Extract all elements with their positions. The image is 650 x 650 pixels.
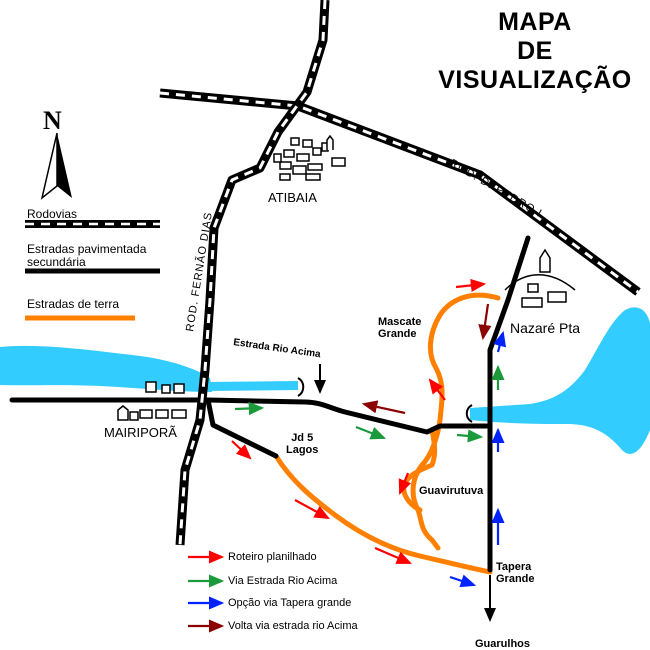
jd5-line-1: Jd 5 <box>291 432 314 444</box>
title-line-1: MAPA <box>498 8 572 36</box>
atibaia-label: ATIBAIA <box>268 190 317 205</box>
dirt-road-guaviru <box>401 427 438 513</box>
bridge-rio-acima <box>297 377 305 397</box>
red-arrow <box>374 546 413 565</box>
mairipora-buildings <box>117 381 187 421</box>
dirt-roads <box>273 292 501 575</box>
tapera-label: Tapera Grande <box>496 561 535 585</box>
lake-east <box>470 307 650 454</box>
jd5-line-2: Lagos <box>286 444 319 456</box>
route-legend-dark-red: Volta via estrada rio Acima <box>228 620 358 632</box>
tapera-line-1: Tapera <box>496 561 532 573</box>
river-west <box>0 345 212 392</box>
dirt-road-mascate <box>410 292 501 551</box>
legend-dirt-label: Estradas de terra <box>27 297 120 311</box>
mascate-line-1: Mascate <box>378 316 422 328</box>
highways <box>159 0 641 546</box>
north-label: N <box>43 106 62 135</box>
guavirutuva-label: Guavirutuva <box>419 485 484 497</box>
dirt-road-jd5 <box>273 453 493 575</box>
estrada-rio-acima-label: Estrada Rio Acima <box>233 337 322 360</box>
route-legend-arrows <box>188 550 225 633</box>
legend-highways-label: Rodovias <box>27 207 78 221</box>
atibaia-buildings <box>273 134 346 181</box>
green-arrow <box>456 429 484 443</box>
nazare-label: Nazaré Pta <box>510 320 581 336</box>
bridge-east <box>465 404 473 423</box>
mairipora-label: MAIRIPORÃ <box>104 425 177 440</box>
guarulhos-label: Guarulhos <box>475 638 531 650</box>
blue-arrow <box>449 574 477 588</box>
mascate-line-2: Grande <box>378 328 417 340</box>
red-arrow <box>428 378 446 401</box>
green-arrow <box>234 401 265 416</box>
nazare-buildings <box>504 248 576 308</box>
green-arrow <box>355 425 387 440</box>
river-west-channel <box>205 381 298 391</box>
water-bodies <box>0 307 650 454</box>
mascate-label: Mascate Grande <box>378 316 421 340</box>
red-arrow <box>398 472 412 496</box>
map-title: MAPA DE VISUALIZAÇÃO <box>420 8 650 95</box>
title-line-3: VISUALIZAÇÃO <box>438 66 632 94</box>
legend-paved-label-1: Estradas pavimentada <box>27 242 147 256</box>
red-arrow <box>231 440 252 460</box>
route-legend-red: Roteiro planilhado <box>228 551 317 563</box>
paved-road-jd5 <box>205 397 279 459</box>
red-arrow <box>361 400 406 415</box>
dark-red-arrow <box>478 303 492 341</box>
north-arrow <box>40 132 72 200</box>
route-arrows <box>231 278 507 588</box>
red-arrow <box>294 499 330 520</box>
paved-roads <box>9 235 531 573</box>
tapera-line-2: Grande <box>496 573 535 585</box>
legend-paved-label-2: secundária <box>27 255 86 269</box>
rod-dom-pedro-label: ROD. D. PEDRO I <box>448 157 545 220</box>
jd5-label: Jd 5 Lagos <box>286 432 318 456</box>
route-legend-green: Via Estrada Rio Acima <box>228 575 338 587</box>
route-legend-blue: Opção via Tapera grande <box>228 597 352 609</box>
paved-road-main <box>9 397 493 435</box>
legend-samples <box>25 220 160 321</box>
blue-arrow <box>493 330 507 353</box>
title-line-2: DE <box>517 37 553 65</box>
red-arrow <box>455 278 487 292</box>
paved-road-nazare <box>487 235 531 573</box>
